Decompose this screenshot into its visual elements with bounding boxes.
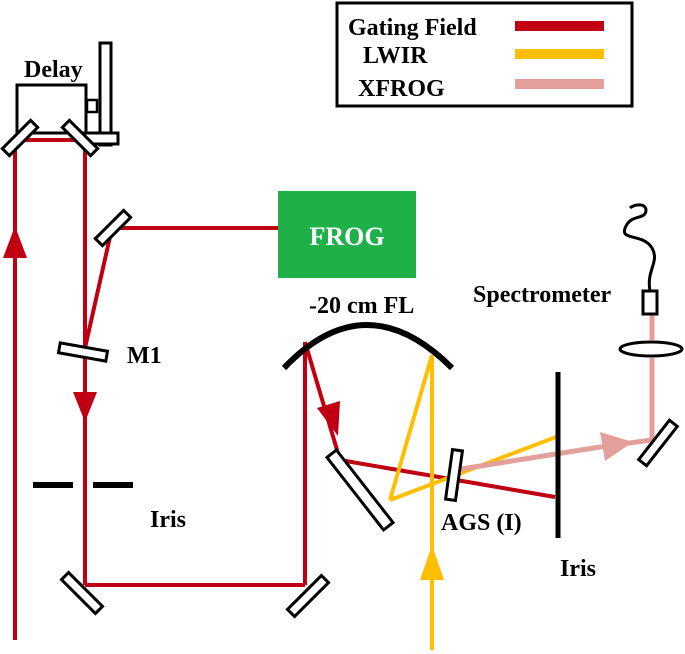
arrow-right-xfrog: [600, 432, 633, 461]
iris-left: Iris: [33, 482, 186, 533]
legend: Gating Field LWIR XFROG: [335, 1, 634, 108]
delay-mirror-left: [0, 118, 40, 158]
lens: [618, 340, 684, 358]
frog-device: FROG: [278, 191, 416, 278]
legend-lwir-label: LWIR: [363, 43, 428, 69]
delay-stage: Delay: [0, 41, 120, 158]
iris-left-label: Iris: [150, 507, 186, 533]
fold-mirror-bottom-left: [59, 570, 105, 616]
spectrometer: Spectrometer: [473, 203, 659, 316]
ags-label: AGS (I): [441, 510, 522, 536]
delay-knob: [85, 98, 99, 114]
arrow-up-input: [3, 226, 27, 258]
beam-curved-to-flat: [303, 341, 342, 461]
spectrometer-head: [641, 289, 659, 316]
m1-mirror: [56, 341, 110, 363]
frog-pickoff-mirror: [93, 208, 133, 248]
arrow-down-curved: [317, 401, 340, 436]
flat-mirror-center: [324, 447, 396, 533]
m1-label: M1: [127, 343, 162, 369]
frog-box: [278, 191, 416, 278]
fold-mirror-right: [636, 418, 680, 468]
spectrometer-label: Spectrometer: [473, 282, 612, 308]
lwir-beam: [388, 354, 557, 650]
curved-mirror: [281, 322, 455, 371]
ags-crystal: [443, 447, 465, 503]
iris-right-label: Iris: [560, 556, 596, 582]
delay-translation-bar: [98, 41, 113, 147]
curved-mirror-label: -20 cm FL: [309, 293, 414, 319]
xfrog-from-crystal: [454, 444, 601, 473]
lwir-curved-to-flat: [388, 354, 434, 501]
arrow-down-m1: [73, 392, 97, 422]
frog-label: FROG: [309, 222, 384, 251]
arrow-up-lwir: [420, 545, 444, 580]
legend-gating-field-label: Gating Field: [348, 15, 477, 41]
delay-mirror-right: [60, 118, 100, 158]
legend-xfrog-label: XFROG: [358, 76, 445, 102]
delay-label: Delay: [24, 57, 83, 83]
fold-mirror-bottom-right: [285, 573, 331, 619]
gating-field-beam: [13, 138, 556, 640]
beam-m1-to-pickoff: [83, 227, 114, 349]
fiber-cable: [622, 203, 656, 292]
